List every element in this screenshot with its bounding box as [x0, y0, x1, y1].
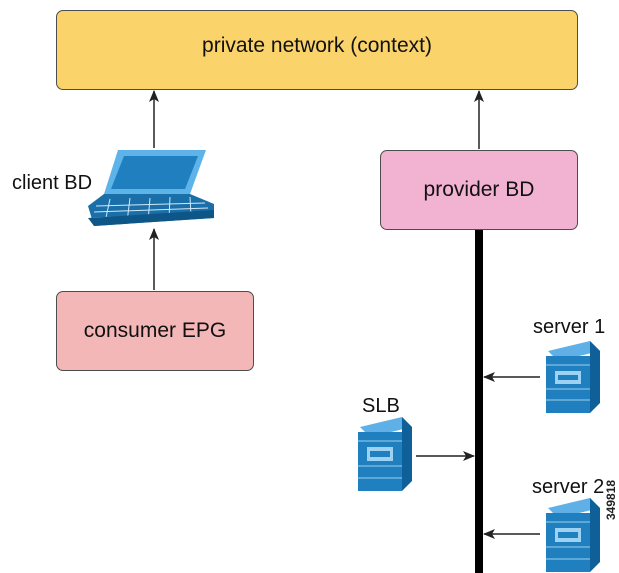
server-2-icon — [546, 498, 600, 572]
figure-id: 349818 — [604, 479, 618, 520]
consumer-epg-node: consumer EPG — [56, 291, 254, 371]
server-2-label: server 2 — [532, 476, 605, 498]
private-network-label: private network (context) — [202, 34, 432, 57]
laptop-icon — [88, 150, 214, 226]
server-1-icon — [546, 341, 600, 413]
slb-server-icon — [358, 417, 412, 491]
provider-bd-node: provider BD — [380, 150, 578, 230]
client-bd-label: client BD — [12, 172, 93, 194]
consumer-epg-label: consumer EPG — [83, 319, 227, 342]
private-network-node: private network (context) — [56, 10, 578, 90]
provider-bd-label: provider BD — [423, 178, 535, 201]
server-1-label: server 1 — [533, 316, 606, 338]
slb-label: SLB — [362, 395, 400, 417]
